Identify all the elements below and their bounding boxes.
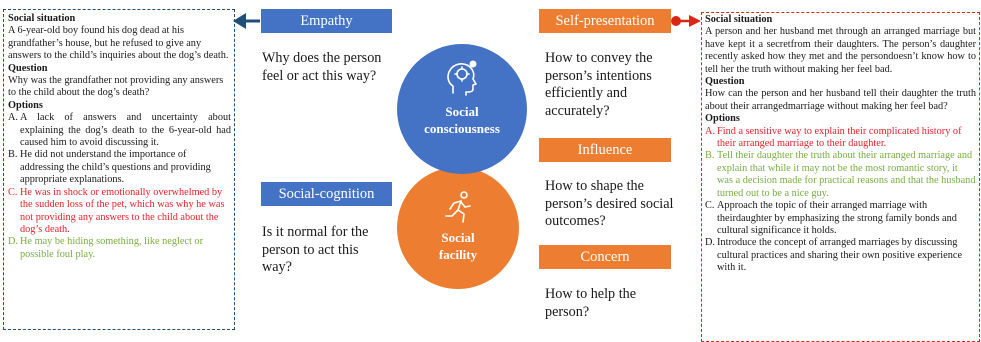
- left-option-b: B. He did not understand the importance …: [8, 149, 231, 186]
- left-question-title: Question: [8, 62, 48, 74]
- influence-question: How to shape the person’s desired social…: [545, 178, 674, 230]
- option-letter: B.: [705, 150, 715, 162]
- influence-label: Influence: [539, 138, 671, 162]
- right-option-d: D. Introduce the concept of arranged mar…: [705, 237, 976, 274]
- option-letter: A.: [705, 125, 716, 137]
- right-options-title: Options: [705, 113, 740, 125]
- self-presentation-label: Self-presentation: [539, 9, 671, 33]
- head-brain-icon: [447, 60, 477, 96]
- social-facility-line2: facility: [438, 247, 478, 262]
- option-text: Find a sensitive way to explain their co…: [717, 125, 962, 150]
- self-presentation-arrow-head: [689, 15, 701, 27]
- option-text: A lack of answers and uncertainty about …: [20, 112, 231, 149]
- option-text: Tell their daughter the truth about thei…: [717, 150, 976, 199]
- social-cognition-question: Is it normal for the person to act this …: [262, 224, 369, 276]
- option-letter: D.: [8, 236, 19, 248]
- left-situation-title: Social situation: [8, 13, 76, 24]
- social-consciousness-line1: Social: [445, 104, 479, 119]
- social-consciousness-circle: Social consciousness: [397, 44, 527, 174]
- empathy-label: Empathy: [261, 9, 392, 33]
- right-example-panel: Social situation A person and her husban…: [701, 12, 980, 342]
- left-option-c: C. He was in shock or emotionally overwh…: [8, 187, 231, 237]
- option-text: He was in shock or emotionally overwhelm…: [20, 186, 225, 235]
- right-option-c: C. Approach the topic of their arranged …: [705, 200, 976, 237]
- right-question-title: Question: [705, 76, 745, 88]
- option-letter: B.: [8, 149, 18, 161]
- left-option-a: A. A lack of answers and uncertainty abo…: [8, 112, 231, 149]
- left-situation-text: A 6-year-old boy found his dog dead at h…: [8, 25, 229, 62]
- left-example-panel: Social situation A 6-year-old boy found …: [3, 9, 235, 330]
- right-situation-text: A person and her husband met through an …: [705, 26, 976, 75]
- option-text: He did not understand the importance of …: [20, 149, 211, 186]
- left-option-d: D. He may be hiding something, like negl…: [8, 236, 231, 261]
- running-person-icon: [445, 191, 471, 223]
- option-letter: C.: [705, 200, 715, 212]
- social-consciousness-line2: consciousness: [424, 121, 500, 136]
- social-facility-circle: Social facility: [397, 167, 519, 289]
- concern-label: Concern: [539, 245, 671, 269]
- social-facility-line1: Social: [441, 230, 475, 245]
- option-letter: A.: [8, 112, 19, 124]
- empathy-arrow-head: [233, 13, 246, 29]
- option-text: He may be hiding something, like neglect…: [20, 236, 204, 260]
- empathy-question: Why does the person feel or act this way…: [262, 50, 382, 84]
- option-letter: D.: [705, 237, 716, 249]
- concern-question: How to help the person?: [545, 286, 637, 320]
- right-option-a: A. Find a sensitive way to explain their…: [705, 126, 976, 151]
- option-letter: C.: [8, 186, 18, 198]
- self-presentation-question: How to convey the person’s intentions ef…: [545, 50, 653, 119]
- left-question-text: Why was the grandfather not providing an…: [8, 75, 224, 99]
- right-situation-title: Social situation: [705, 14, 773, 25]
- option-text: Introduce the concept of arranged marria…: [717, 237, 963, 274]
- left-options-title: Options: [8, 99, 43, 111]
- right-option-b: B. Tell their daughter the truth about t…: [705, 150, 976, 200]
- option-text: Approach the topic of their arranged mar…: [717, 200, 957, 236]
- social-cognition-label: Social-cognition: [261, 182, 392, 206]
- right-question-text: How can the person and her husband tell …: [705, 88, 976, 112]
